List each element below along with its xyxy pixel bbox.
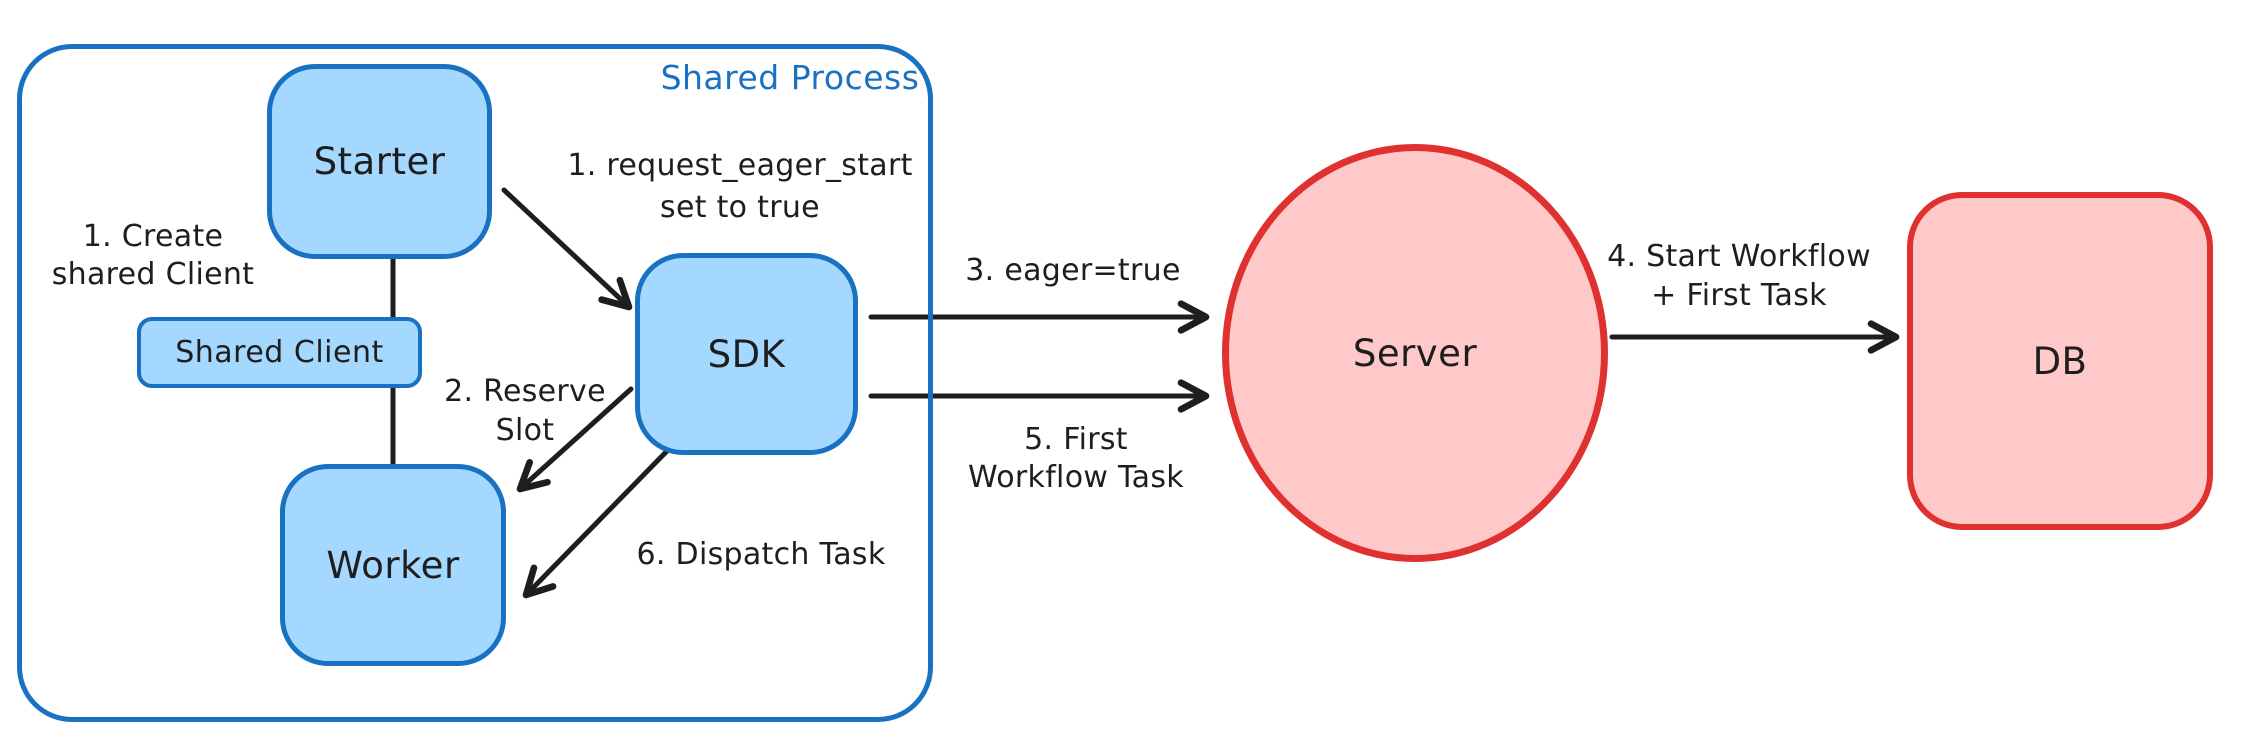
annotation-start-workflow: 4. Start Workflow + First Task <box>1589 237 1889 315</box>
worker-label: Worker <box>326 543 460 587</box>
annotation-create-shared-client: 1. Create shared Client <box>13 218 293 294</box>
annotation-line: + First Task <box>1651 278 1827 313</box>
shared-process-title: Shared Process <box>660 58 920 97</box>
annotation-reserve-slot: 2. Reserve Slot <box>405 372 645 450</box>
annotation-line: 1. request_eager_start <box>567 148 913 183</box>
annotation-line: 2. Reserve <box>444 374 606 409</box>
db-label: DB <box>2032 339 2088 383</box>
starter-node: Starter <box>267 64 492 259</box>
annotation-line: set to true <box>660 190 820 225</box>
shared-process-container <box>17 44 933 722</box>
db-node: DB <box>1907 192 2213 530</box>
sdk-node: SDK <box>635 253 858 455</box>
starter-label: Starter <box>313 140 446 183</box>
annotation-line: 3. eager=true <box>965 253 1181 288</box>
annotation-request-eager-start: 1. request_eager_start set to true <box>530 145 950 229</box>
arrow-starter-to-sdk <box>501 187 633 311</box>
annotation-eager-true: 3. eager=true <box>923 251 1223 291</box>
worker-node: Worker <box>280 464 506 666</box>
server-node: Server <box>1222 144 1608 562</box>
annotation-line: 5. First <box>1024 422 1128 457</box>
shared-client-node: Shared Client <box>137 317 422 388</box>
annotation-line: shared Client <box>51 257 255 292</box>
annotation-dispatch-task: 6. Dispatch Task <box>611 535 911 575</box>
shared-client-label: Shared Client <box>175 335 384 370</box>
annotation-first-workflow-task: 5. First Workflow Task <box>926 421 1226 497</box>
annotation-line: Slot <box>495 413 555 448</box>
annotation-line: Workflow Task <box>968 460 1184 495</box>
annotation-line: 1. Create <box>82 219 224 254</box>
annotation-line: 6. Dispatch Task <box>636 537 886 572</box>
annotation-line: 4. Start Workflow <box>1607 239 1871 274</box>
arrow-sdk-reserve-slot <box>516 386 634 493</box>
arrow-sdk-dispatch-task <box>522 448 670 599</box>
server-label: Server <box>1352 331 1478 375</box>
sdk-label: SDK <box>707 332 786 376</box>
